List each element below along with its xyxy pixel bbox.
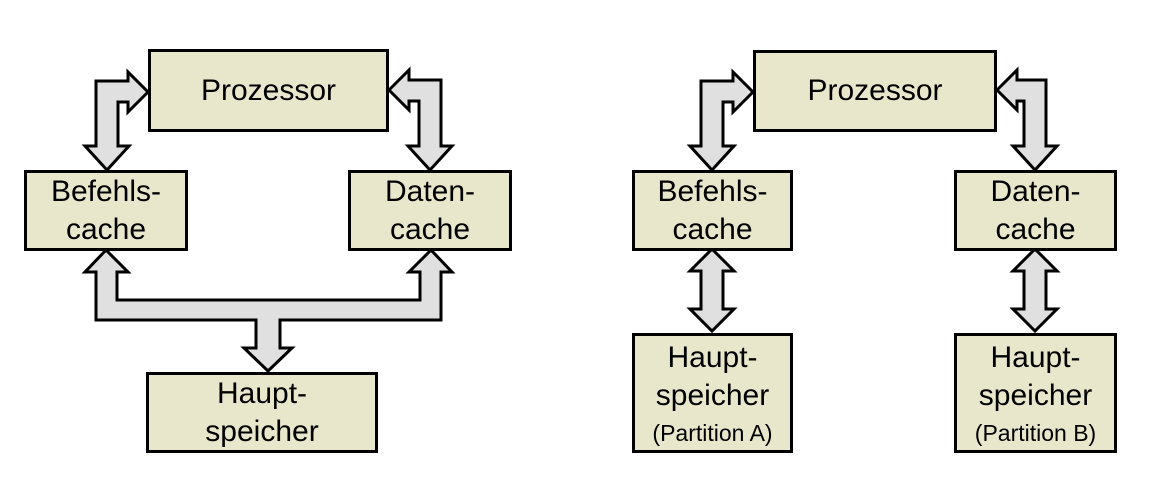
left-befehls-cache-label-line1: Befehls- bbox=[50, 174, 162, 208]
left-hauptspeicher-label-line1: Haupt- bbox=[216, 376, 308, 410]
left-befehls-cache-label-line2: cache bbox=[65, 212, 147, 246]
left-daten-cache-label-line2: cache bbox=[389, 212, 471, 246]
left-arrow-prozessor-befehlscache-icon bbox=[81, 68, 151, 173]
right-arrow-prozessor-befehlscache-icon bbox=[686, 68, 756, 173]
right-arrow-datencache-hauptspeicherB-icon bbox=[1009, 246, 1061, 334]
right-arrow-prozessor-datencache-icon bbox=[994, 66, 1061, 173]
right-hauptspeicher-a-label-line1: Haupt- bbox=[667, 340, 758, 374]
right-hauptspeicher-b-label-line2: speicher bbox=[978, 378, 1093, 412]
left-arrow-caches-hauptspeicher-icon bbox=[81, 247, 456, 374]
right-befehls-cache-label-line1: Befehls- bbox=[657, 174, 768, 208]
right-daten-cache-label-line1: Daten- bbox=[990, 174, 1081, 208]
right-arrow-befehlscache-hauptspeicherA-icon bbox=[686, 246, 738, 334]
left-box-daten-cache: Daten- cache bbox=[348, 170, 512, 251]
right-hauptspeicher-a-label-line2: speicher bbox=[655, 378, 770, 412]
left-box-prozessor: Prozessor bbox=[148, 49, 389, 132]
right-box-hauptspeicher-partition-a: Haupt- speicher (Partition A) bbox=[632, 333, 793, 453]
right-hauptspeicher-b-partition-note: (Partition B) bbox=[974, 419, 1097, 446]
left-box-hauptspeicher: Haupt- speicher bbox=[146, 372, 378, 453]
left-box-befehls-cache: Befehls- cache bbox=[24, 170, 188, 251]
right-befehls-cache-label-line2: cache bbox=[672, 212, 753, 246]
right-box-daten-cache: Daten- cache bbox=[954, 170, 1117, 251]
left-arrow-prozessor-datencache-icon bbox=[386, 66, 456, 173]
left-hauptspeicher-label-line2: speicher bbox=[205, 414, 319, 448]
left-prozessor-label: Prozessor bbox=[200, 73, 337, 107]
right-daten-cache-label-line2: cache bbox=[995, 212, 1076, 246]
right-prozessor-label: Prozessor bbox=[807, 74, 943, 107]
right-box-befehls-cache: Befehls- cache bbox=[632, 170, 793, 251]
right-box-prozessor: Prozessor bbox=[753, 50, 997, 132]
right-box-hauptspeicher-partition-b: Haupt- speicher (Partition B) bbox=[954, 333, 1117, 453]
left-daten-cache-label-line1: Daten- bbox=[384, 174, 476, 208]
right-hauptspeicher-a-partition-note: (Partition A) bbox=[652, 419, 773, 446]
right-hauptspeicher-b-label-line1: Haupt- bbox=[990, 340, 1081, 374]
